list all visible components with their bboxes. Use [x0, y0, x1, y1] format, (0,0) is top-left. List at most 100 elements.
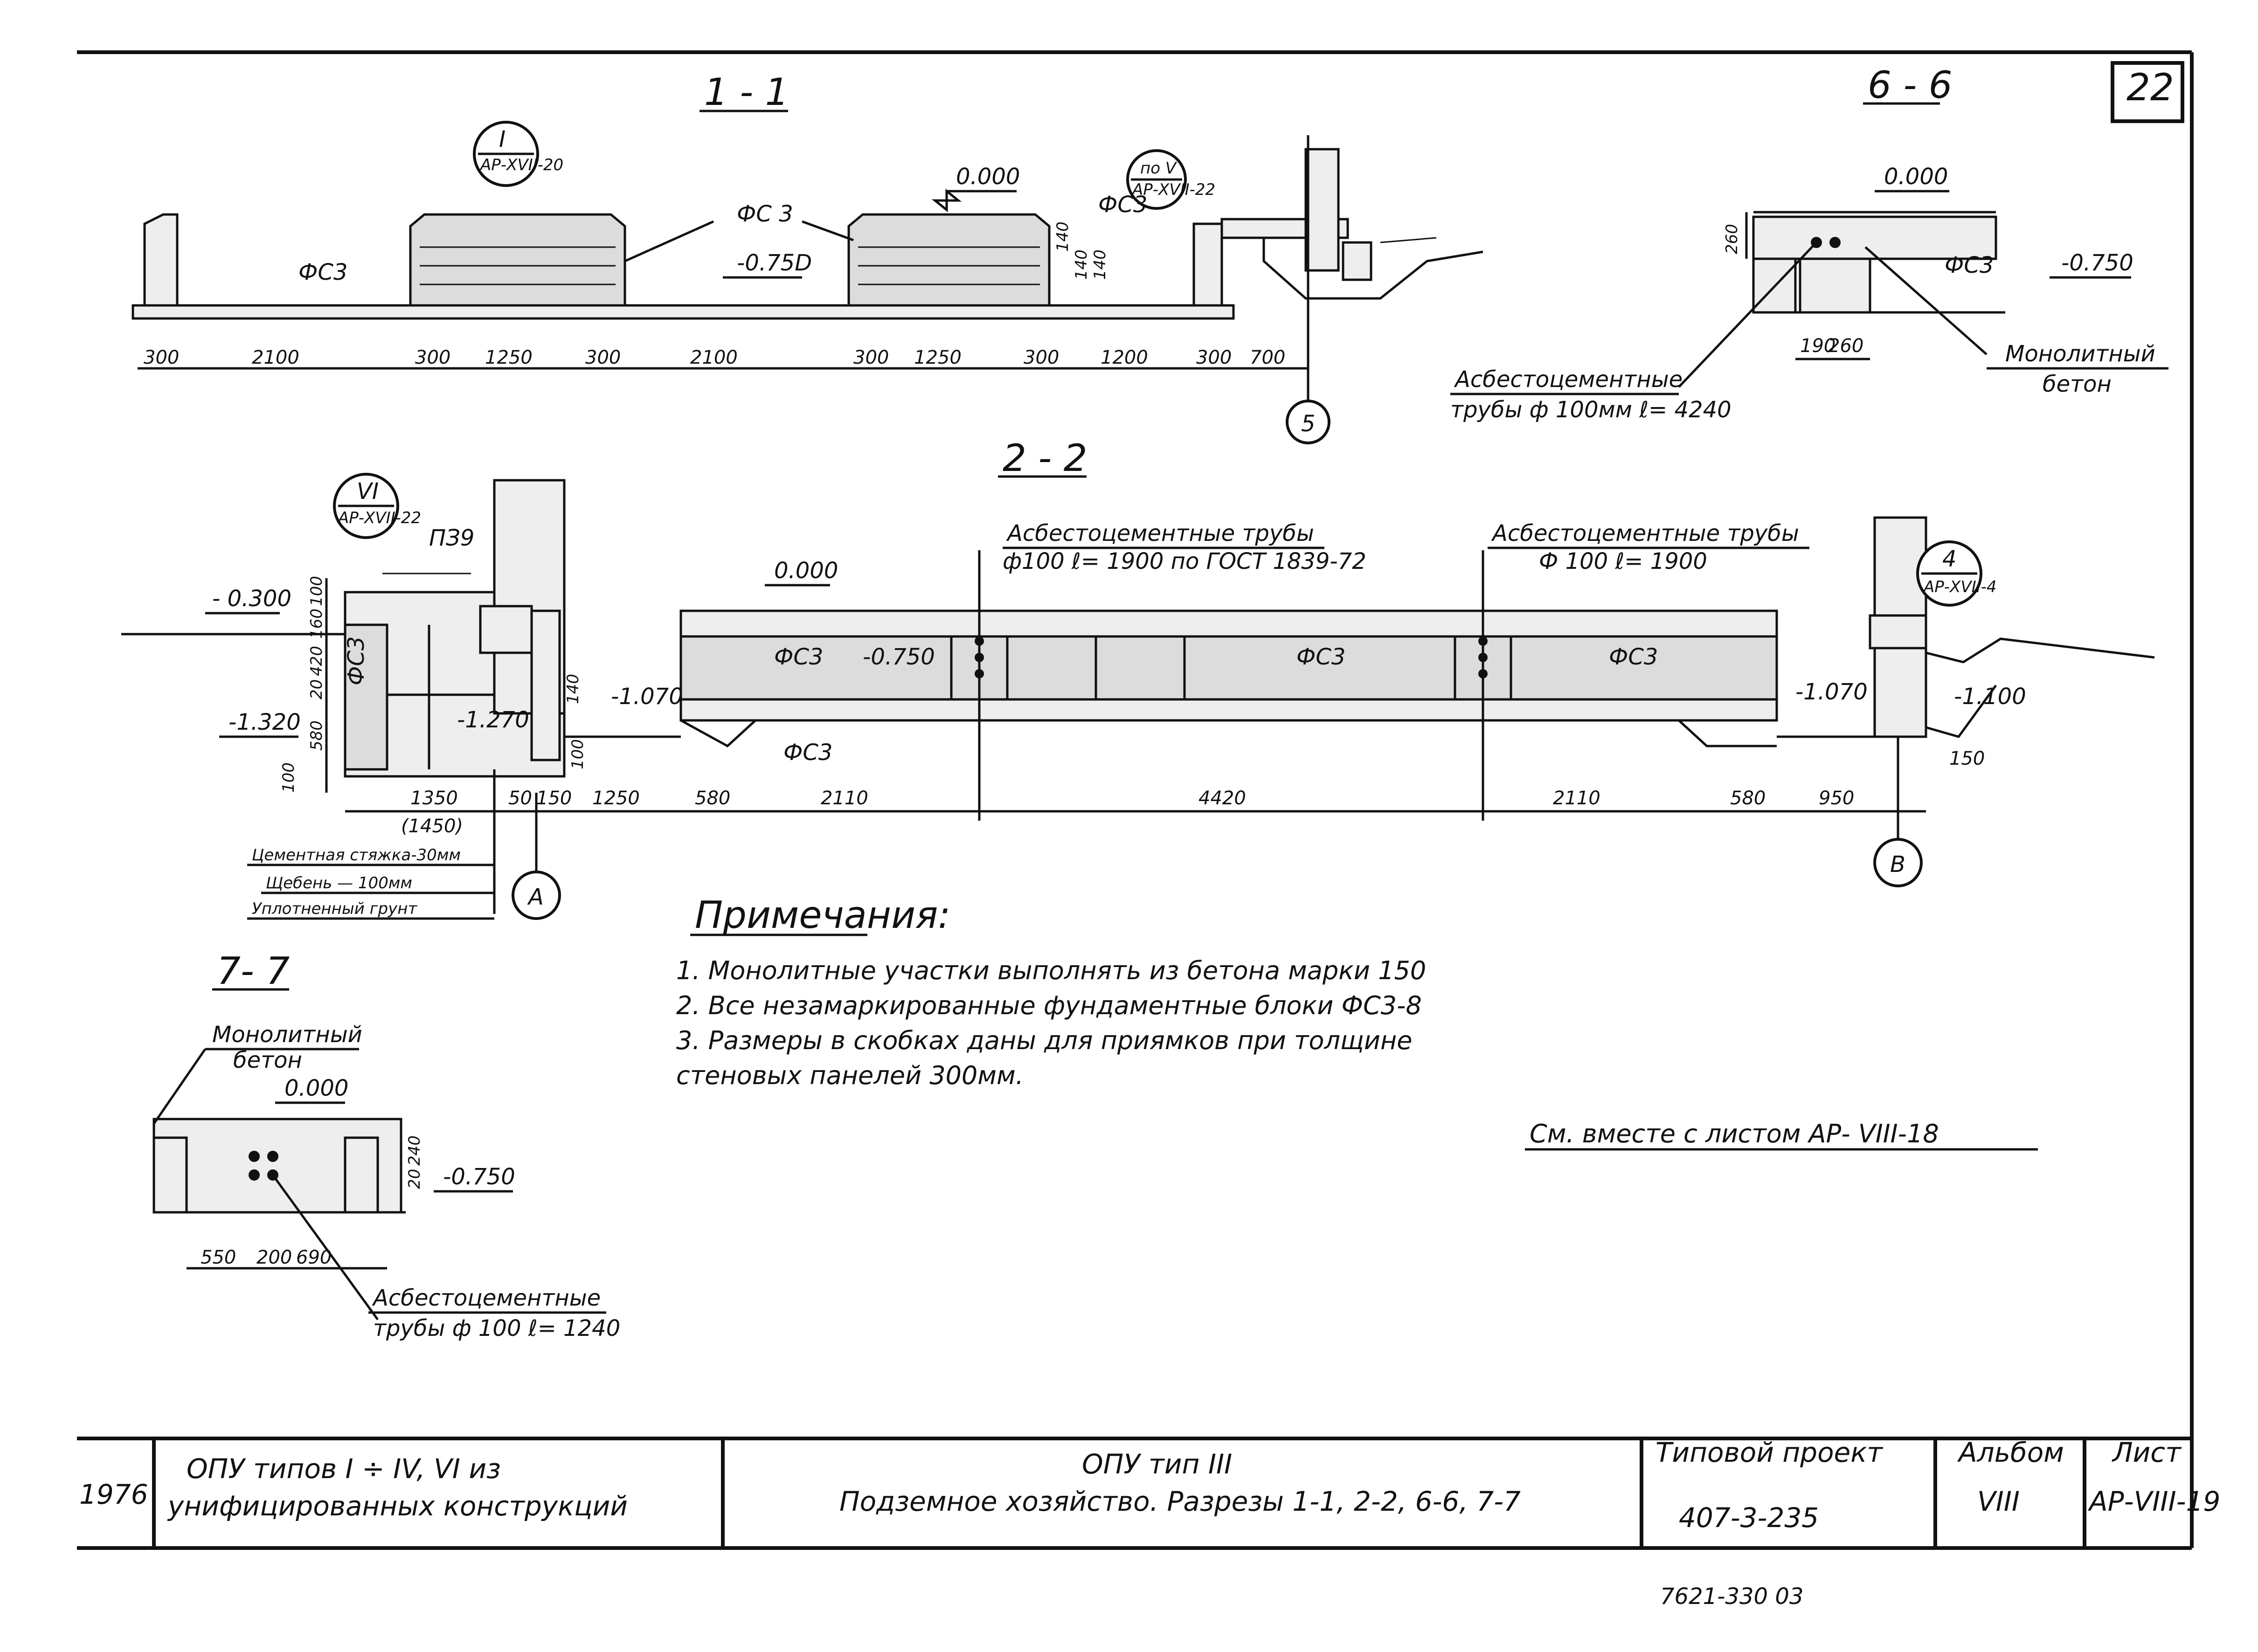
callout-4-bottom: АР-XVII-4: [1923, 578, 1997, 596]
callout-poV-top: по V: [1140, 159, 1177, 178]
mono-77-line2: бетон: [233, 1047, 302, 1073]
pipe-77-line2: трубы ф 100 ℓ= 1240: [373, 1315, 620, 1341]
mono-77-line1: Монолитный: [212, 1022, 362, 1048]
dim-580a: 580: [695, 788, 730, 809]
section-2-2-title: 2 - 2: [1003, 436, 1087, 480]
dim-1450: (1450): [401, 816, 463, 837]
dim-2110a: 2110: [821, 788, 868, 809]
pipes-right-line2: Ф 100 ℓ= 1900: [1539, 548, 1707, 574]
level-075-label: -0.75D: [737, 250, 812, 276]
callout-I-top: I: [499, 126, 506, 152]
dim-300b: 300: [415, 347, 450, 368]
fs3-22-2: ФС3: [1296, 644, 1345, 670]
v-580: 580: [307, 720, 326, 751]
v-420: 420: [307, 646, 326, 676]
v-160: 160: [307, 608, 326, 639]
level-075-66: -0.750: [2061, 250, 2133, 276]
dim-190: 190: [1800, 335, 1835, 357]
fs3-22-1: ФС3: [774, 644, 823, 670]
v-100c: 100: [568, 739, 587, 769]
section-2-2: 2 - 2 ФС3 ФС3 ФС3 ФС3: [121, 436, 2155, 920]
lvl-1320: -1.320: [229, 709, 301, 735]
lvl-0300: - 0.300: [212, 586, 291, 612]
layer-3: Уплотненный грунт: [252, 899, 417, 918]
note-3-cont: стеновых панелей 300мм.: [676, 1061, 1024, 1090]
notes: Примечания: 1. Монолитные участки выполн…: [676, 893, 2038, 1151]
title-center-2: Подземное хозяйство. Разрезы 1-1, 2-2, 6…: [839, 1486, 1521, 1517]
dim-700: 700: [1250, 347, 1285, 368]
dim-140c: 140: [1091, 249, 1109, 280]
sheet-number: 22: [2126, 66, 2174, 109]
pipes-right-line1: Асбестоцементные трубы: [1491, 520, 1799, 546]
note-3: 3. Размеры в скобках даны для приямков п…: [676, 1026, 1412, 1055]
axis-5-bubble: [1286, 400, 1330, 444]
dim-1200: 1200: [1101, 347, 1148, 368]
fs3-22-3: ФС3: [1609, 644, 1658, 670]
v-240: 240: [405, 1135, 424, 1166]
dim-690: 690: [296, 1247, 332, 1268]
axis-B-bubble: [1873, 838, 1923, 887]
lvl-0-22: 0.000: [774, 558, 838, 584]
project-number: 407-3-235: [1679, 1502, 1819, 1534]
axis-A-label: А: [527, 884, 544, 910]
album-label: Альбом: [1957, 1437, 2064, 1468]
dim-950: 950: [1819, 788, 1854, 809]
dim-260h: 260: [1828, 335, 1863, 357]
project-label: Типовой проект: [1655, 1437, 1884, 1468]
callout-I-bottom: АР-XVII-20: [479, 156, 563, 174]
axis-A-bubble: [512, 871, 561, 920]
level-0-77: 0.000: [284, 1075, 348, 1101]
pipe-77-line1: Асбестоцементные: [372, 1285, 601, 1311]
notes-heading: Примечания:: [695, 893, 950, 937]
lvl-1100: -1.100: [1954, 684, 2026, 710]
section-1-1: 1 - 1 I АР-XVII-20 по V АР-XVII-22 0.000: [132, 70, 1483, 444]
axis-B-label: В: [1890, 851, 1905, 878]
mono-66-line1: Монолитный: [2005, 341, 2155, 367]
level-0-label: 0.000: [956, 164, 1020, 190]
axis-5-label: 5: [1301, 411, 1316, 437]
title-left-2: унифицированных конструкций: [167, 1490, 628, 1522]
v-20: 20: [307, 679, 326, 699]
dim-2100b: 2100: [690, 347, 738, 368]
callout-VI-top: VI: [357, 478, 379, 505]
section-7-7: 7- 7 Монолитный бетон 0.000 -0.750 240 2…: [152, 949, 620, 1341]
pipe-label-66-line2: трубы ф 100мм ℓ= 4240: [1450, 397, 1732, 423]
fs3-label-b: ФС 3: [737, 201, 793, 227]
dim-2110b: 2110: [1553, 788, 1600, 809]
dim-140b: 140: [1072, 249, 1091, 280]
note-1: 1. Монолитные участки выполнять из бетон…: [676, 956, 1426, 985]
pipes-left-line2: ф100 ℓ= 1900 по ГОСТ 1839-72: [1003, 548, 1366, 574]
album-value: VIII: [1977, 1486, 2020, 1517]
v-100b: 100: [279, 762, 298, 793]
title-center-1: ОПУ тип III: [1082, 1448, 1232, 1480]
year: 1976: [79, 1479, 148, 1510]
sheet-value: АР-VIII-19: [2087, 1486, 2220, 1517]
pipe-label-66-line1: Асбестоцементные: [1454, 366, 1683, 393]
v-140: 140: [564, 674, 582, 704]
dim-1250b: 1250: [914, 347, 962, 368]
mono-66-line2: бетон: [2043, 371, 2112, 397]
lvl-1070b: -1.070: [1795, 679, 1868, 705]
lvl-1070a: -1.070: [611, 684, 683, 710]
dim-4420: 4420: [1198, 788, 1246, 809]
callout-VI-bottom: АР-XVII-22: [337, 509, 421, 527]
pz9-label: ПЗ9: [429, 525, 474, 551]
layer-1: Цементная стяжка-30мм: [252, 846, 461, 864]
lvl-1270: -1.270: [457, 707, 529, 733]
layer-2: Щебень — 100мм: [266, 874, 412, 892]
dim-140a: 140: [1053, 221, 1072, 252]
sheet-label: Лист: [2112, 1437, 2182, 1468]
dim-580b: 580: [1730, 788, 1766, 809]
fs3-22-bottom: ФС3: [783, 740, 832, 766]
dim-300e: 300: [1024, 347, 1059, 368]
dim-1250a: 1250: [485, 347, 533, 368]
fs3-vertical: ФС3: [343, 636, 369, 685]
dim-260v: 260: [1723, 224, 1741, 254]
pipes-left-line1: Асбестоцементные трубы: [1006, 520, 1314, 546]
bottom-stamp: 7621-330 03: [1660, 1583, 1803, 1610]
dim-150b: 150: [1949, 748, 1985, 769]
level-075-77: -0.750: [443, 1164, 515, 1190]
section-1-1-title: 1 - 1: [704, 70, 789, 114]
fs3-66: ФС3: [1945, 252, 1994, 278]
